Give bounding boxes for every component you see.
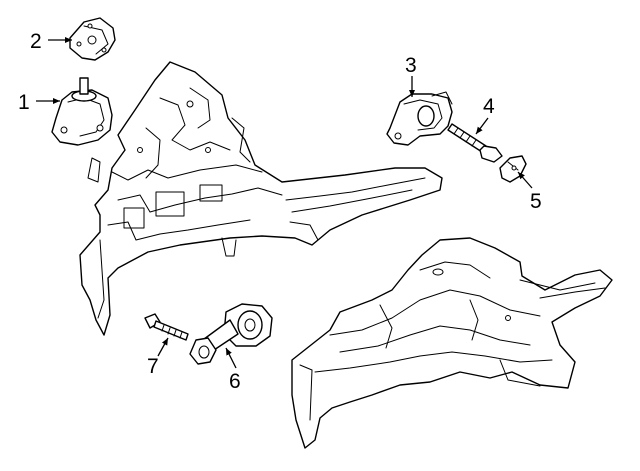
part-7-bolt [144,313,189,341]
part-4-bolt [447,123,503,163]
front-frame-rail [79,61,443,336]
callout-5: 5 [530,190,542,213]
callout-2: 2 [30,30,42,53]
leader-5 [517,171,533,189]
callout-3: 3 [405,54,417,77]
part-1-engine-mount [51,77,113,146]
callout-4: 4 [483,95,495,118]
part-5-clip [499,155,527,183]
callout-7: 7 [147,355,159,378]
callout-labels: 1 2 3 4 5 6 7 [18,30,542,393]
part-3-transmission-mount [386,91,453,146]
leader-7 [157,337,169,357]
part-2-mount-bracket [69,17,116,61]
callout-leaders [36,37,533,369]
leader-4 [475,117,489,135]
leader-6 [225,347,237,369]
rear-frame-rail [291,237,613,449]
part-6-torque-rod [189,303,273,365]
callout-1: 1 [18,91,30,114]
callout-6: 6 [229,370,241,393]
